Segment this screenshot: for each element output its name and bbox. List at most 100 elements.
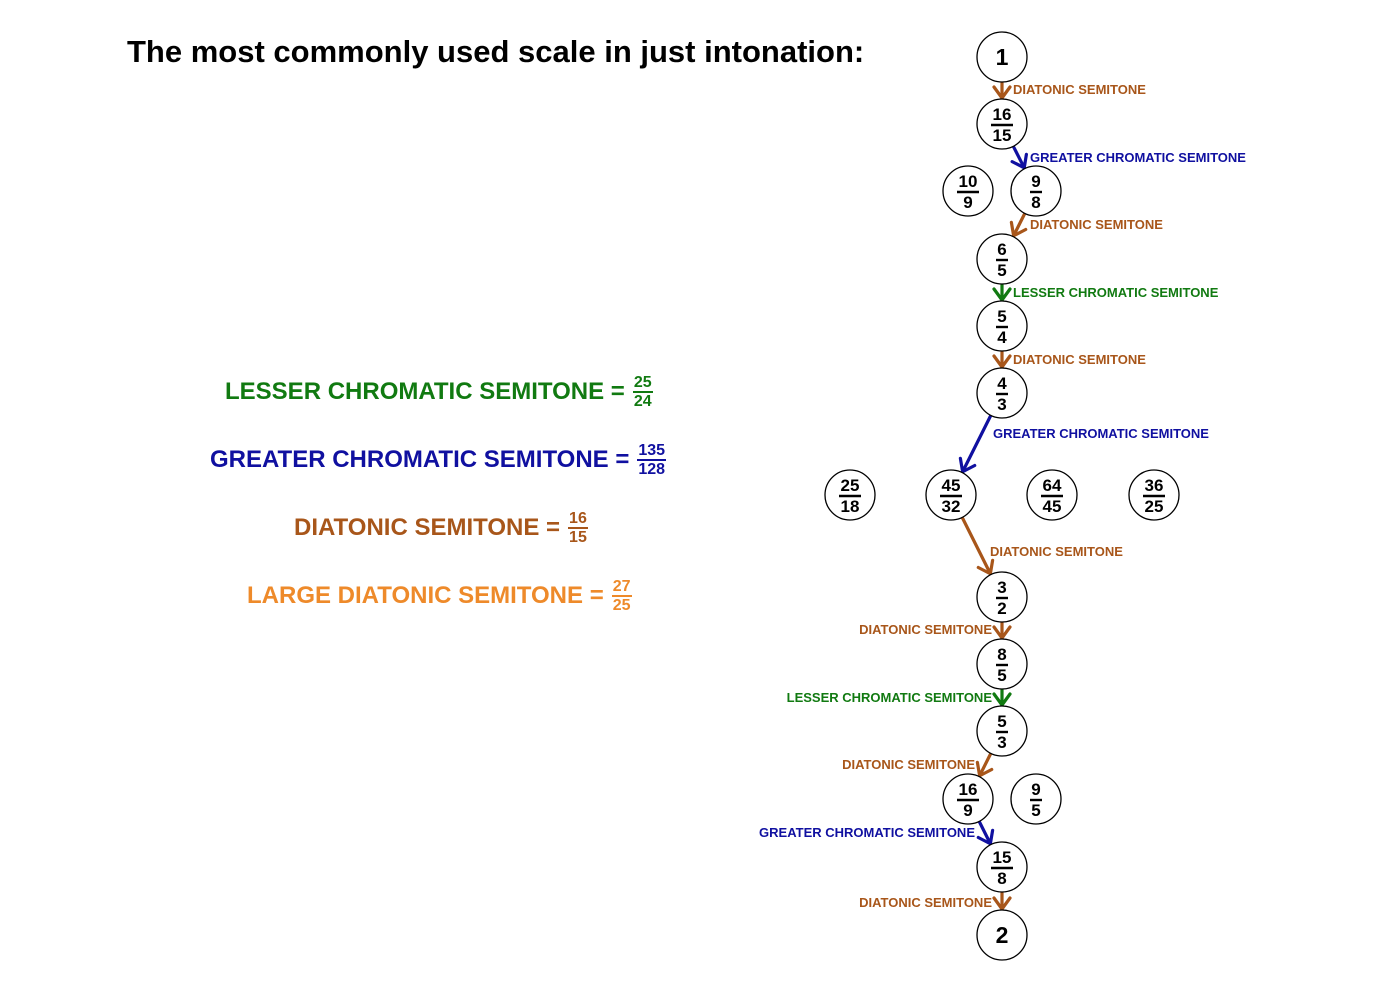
node-denominator: 3 <box>997 733 1006 752</box>
legend-label: LESSER CHROMATIC SEMITONE = <box>225 378 625 405</box>
interval-label: LESSER CHROMATIC SEMITONE <box>787 690 993 705</box>
legend-lesser-chromatic: LESSER CHROMATIC SEMITONE = 25 24 <box>225 374 653 410</box>
arrow-head <box>992 625 1012 640</box>
arrow-head <box>958 456 977 474</box>
legend-greater-chromatic: GREATER CHROMATIC SEMITONE = 135 128 <box>210 442 667 478</box>
interval-label: GREATER CHROMATIC SEMITONE <box>1030 150 1246 165</box>
arrow-head <box>976 828 995 846</box>
node-denominator: 32 <box>942 497 961 516</box>
node-denominator: 4 <box>997 328 1007 347</box>
node-numerator: 45 <box>942 476 961 495</box>
ratio-node: 85 <box>976 638 1028 690</box>
arrow-shaft <box>961 414 992 474</box>
page-title: The most commonly used scale in just int… <box>127 34 865 69</box>
legend-ratio-numerator: 27 <box>611 578 632 597</box>
node-numerator: 10 <box>959 172 978 191</box>
node-numerator: 16 <box>959 780 978 799</box>
node-denominator: 18 <box>841 497 860 516</box>
legend-ratio: 27 25 <box>611 578 632 614</box>
node-denominator: 2 <box>997 599 1006 618</box>
node-circle <box>976 909 1028 961</box>
arrow-head <box>992 692 1012 707</box>
nodes: 1161510998655443251845326445362532855316… <box>824 31 1180 961</box>
node-denominator: 5 <box>1031 801 1040 820</box>
node-numerator: 8 <box>997 645 1006 664</box>
node-circle <box>976 31 1028 83</box>
ratio-node: 65 <box>976 233 1028 285</box>
interval-label: DIATONIC SEMITONE <box>1013 352 1146 367</box>
node-numerator: 5 <box>997 712 1006 731</box>
arrow-shaft <box>1012 212 1026 238</box>
arrow-head <box>992 85 1012 100</box>
interval-label: GREATER CHROMATIC SEMITONE <box>759 825 975 840</box>
interval-arrow: LESSER CHROMATIC SEMITONE <box>787 688 1012 707</box>
interval-arrow: DIATONIC SEMITONE <box>859 891 1012 911</box>
arrow-head <box>975 760 994 778</box>
interval-label: DIATONIC SEMITONE <box>1013 82 1146 97</box>
legend-ratio-numerator: 16 <box>568 510 588 529</box>
interval-label: DIATONIC SEMITONE <box>859 895 992 910</box>
node-numerator: 4 <box>997 374 1007 393</box>
ratio-node: 53 <box>976 705 1028 757</box>
node-denominator: 25 <box>1145 497 1164 516</box>
interval-label: DIATONIC SEMITONE <box>842 757 975 772</box>
legend-ratio-denominator: 15 <box>569 529 587 546</box>
arrow-head <box>992 354 1012 369</box>
node-numerator: 25 <box>841 476 860 495</box>
ratio-node: 158 <box>976 841 1028 893</box>
ratio-node: 1 <box>976 31 1028 83</box>
legend-large-diatonic: LARGE DIATONIC SEMITONE = 27 25 <box>247 578 632 614</box>
legend-diatonic: DIATONIC SEMITONE = 16 15 <box>294 510 588 546</box>
interval-arrow: GREATER CHROMATIC SEMITONE <box>958 414 1209 474</box>
node-denominator: 8 <box>997 869 1006 888</box>
arrow-shaft <box>978 752 992 778</box>
interval-arrow: DIATONIC SEMITONE <box>992 350 1146 369</box>
node-numerator: 9 <box>1031 172 1040 191</box>
arrow-head <box>1010 152 1028 170</box>
node-numerator: 64 <box>1043 476 1062 495</box>
interval-label: DIATONIC SEMITONE <box>990 544 1123 559</box>
ratio-node: 98 <box>1010 165 1062 217</box>
node-denominator: 5 <box>997 666 1006 685</box>
node-label: 2 <box>996 922 1009 948</box>
node-numerator: 9 <box>1031 780 1040 799</box>
node-numerator: 5 <box>997 307 1006 326</box>
legend-ratio: 135 128 <box>637 442 667 478</box>
interval-label: GREATER CHROMATIC SEMITONE <box>993 426 1209 441</box>
legend-label: GREATER CHROMATIC SEMITONE = <box>210 446 630 473</box>
legend-ratio-denominator: 24 <box>633 393 652 410</box>
arrow-head <box>976 558 995 576</box>
node-label: 1 <box>996 44 1009 70</box>
interval-label: DIATONIC SEMITONE <box>859 622 992 637</box>
edges: DIATONIC SEMITONE GREATER CHROMATIC SEMIT… <box>759 81 1246 911</box>
interval-arrow: DIATONIC SEMITONE <box>859 621 1012 640</box>
ratio-node: 2 <box>976 909 1028 961</box>
ratio-node: 169 <box>942 773 994 825</box>
legend-ratio-denominator: 25 <box>612 597 631 614</box>
arrow-shaft <box>961 516 992 576</box>
node-denominator: 3 <box>997 395 1006 414</box>
ratio-node: 109 <box>942 165 994 217</box>
arrow-shaft <box>978 820 992 846</box>
ratio-node: 54 <box>976 300 1028 352</box>
interval-arrow: GREATER CHROMATIC SEMITONE <box>1010 145 1246 170</box>
legend-ratio: 25 24 <box>632 374 653 410</box>
interval-arrow: DIATONIC SEMITONE <box>992 81 1146 100</box>
node-denominator: 15 <box>993 126 1012 145</box>
interval-arrow: DIATONIC SEMITONE <box>961 516 1123 576</box>
node-denominator: 5 <box>997 261 1006 280</box>
legend-ratio-denominator: 128 <box>638 461 666 478</box>
node-denominator: 45 <box>1043 497 1062 516</box>
node-numerator: 16 <box>993 105 1012 124</box>
legend-label: DIATONIC SEMITONE = <box>294 514 561 541</box>
interval-arrow: GREATER CHROMATIC SEMITONE <box>759 820 995 846</box>
interval-arrow: DIATONIC SEMITONE <box>1009 212 1163 238</box>
node-denominator: 9 <box>963 193 972 212</box>
interval-label: DIATONIC SEMITONE <box>1030 217 1163 232</box>
